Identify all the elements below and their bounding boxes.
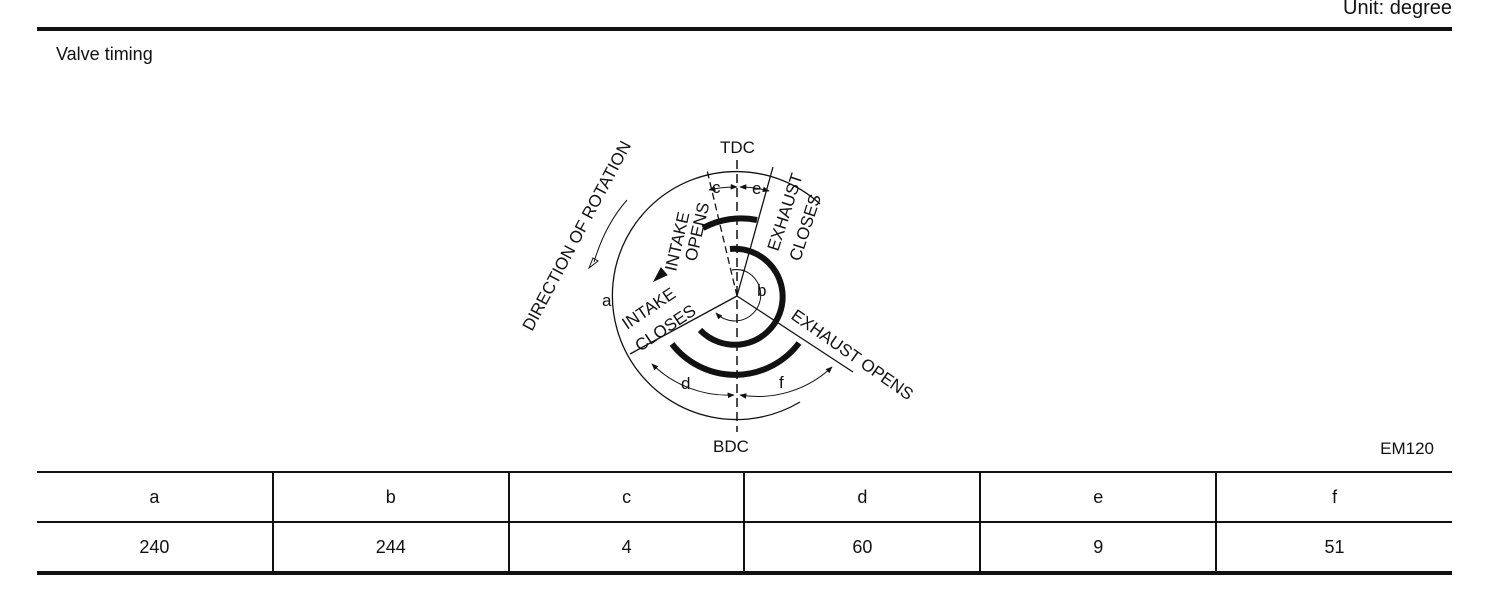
tdc-label: TDC [720, 138, 755, 157]
direction-label: DIRECTION OF ROTATION [519, 138, 635, 334]
d-dimension [651, 363, 735, 399]
value-e: 9 [979, 522, 1217, 573]
header-e: e [979, 472, 1217, 522]
bdc-label: BDC [713, 437, 749, 456]
f-label: f [779, 373, 784, 392]
d-label: d [681, 374, 690, 393]
f-dimension [739, 366, 833, 399]
header-a: a [149, 486, 160, 507]
exhaust-opens-label: EXHAUST OPENS [788, 306, 917, 404]
a-label: a [602, 291, 612, 310]
unit-label: Unit: degree [1343, 0, 1452, 19]
inner-small-arc [731, 269, 746, 272]
direction-arrow [593, 199, 628, 263]
c-label: c [712, 178, 721, 197]
table-header-row: a b c d e f [37, 472, 1452, 522]
figure-code: EM120 [1380, 439, 1434, 458]
value-d: 60 [743, 522, 981, 573]
value-c: 4 [507, 522, 745, 573]
b-label: b [757, 281, 766, 300]
header-f: f [1215, 472, 1452, 522]
intake-duration-arc [701, 215, 758, 231]
table-row: 240 244 4 60 9 51 [37, 522, 1452, 573]
direction-arrow-head [587, 257, 599, 270]
header-b: b [271, 472, 509, 522]
header-d: d [743, 472, 981, 522]
outer-rotation-arc [611, 170, 821, 421]
exhaust-duration-arc [697, 245, 786, 348]
intake-closes-line [629, 295, 738, 355]
e-label: e [752, 179, 761, 198]
b-dimension [715, 269, 762, 322]
e-dimension [739, 184, 770, 192]
header-c: c [507, 472, 745, 522]
value-a: 240 [139, 536, 170, 557]
valve-timing-table: a b c d e f 240 244 4 60 9 51 [37, 471, 1452, 575]
c-dimension [708, 184, 738, 192]
rotation-arrow-tip [652, 267, 668, 283]
value-f: 51 [1215, 522, 1452, 573]
intake-duration-arc-lower [669, 341, 802, 378]
section-title: Valve timing [56, 44, 153, 64]
value-b: 244 [271, 522, 509, 573]
top-rule [37, 27, 1452, 31]
